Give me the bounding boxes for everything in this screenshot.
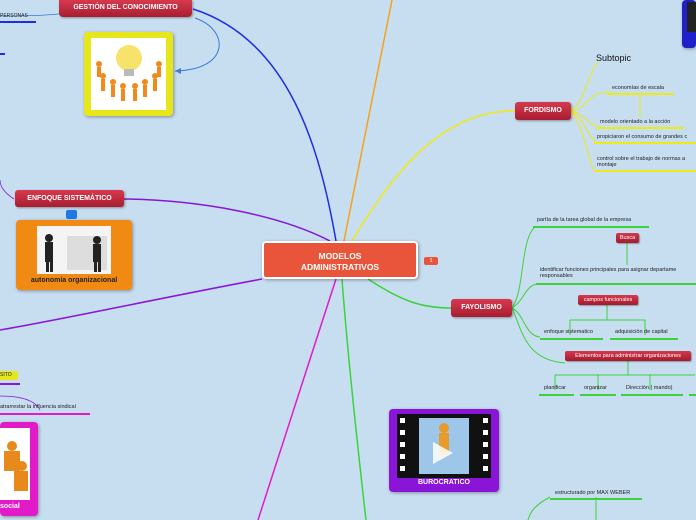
fayolismo-enfoque-underline — [540, 338, 603, 340]
fayolismo-parte-underline — [533, 226, 649, 228]
comment-count: 1 — [429, 258, 433, 264]
blue-mark — [0, 53, 5, 55]
burocratico-label: BUROCRATICO — [418, 479, 470, 486]
fordismo-item-1-underline — [607, 93, 674, 95]
fayolismo-extra-underline — [689, 394, 696, 396]
fayolismo-enfoque: enfoque sistematico — [544, 329, 593, 335]
fordismo-item-2: modelo orientado a la acción — [600, 119, 671, 125]
node-gestion[interactable]: GESTIÓN DEL CONOCIMIENTO — [59, 0, 192, 17]
node-fayolismo-label: FAYOLISMO — [461, 304, 502, 311]
sindical-label: atrarrestar la influencia sindical — [0, 404, 76, 410]
fordismo-item-3-underline — [594, 142, 696, 144]
node-campos-label: campos funcionales — [583, 297, 633, 303]
central-title-line1: MODELOS — [318, 251, 362, 261]
note-icon[interactable] — [66, 210, 77, 219]
comment-badge[interactable]: 1 — [424, 257, 438, 265]
social-card[interactable]: social — [0, 422, 38, 516]
fordismo-item-4-underline — [594, 170, 696, 172]
node-fayolismo[interactable]: FAYOLISMO — [451, 299, 512, 317]
burocratico-card[interactable]: BUROCRATICO — [389, 409, 499, 492]
fayolismo-planificar-underline — [539, 394, 574, 396]
fayolismo-identificar-underline — [536, 283, 696, 285]
fordismo-item-4: control sobre el trabajo de normas a — [597, 156, 686, 162]
fayolismo-direccion: Dirección ( mando) — [626, 385, 673, 391]
central-node[interactable]: MODELOS ADMINISTRATIVOS — [262, 241, 418, 279]
fordismo-item-4b: montaje — [597, 162, 617, 168]
fayolismo-identificar-2: responsables — [540, 273, 573, 279]
burocratico-weber: estructurado por MAX WEBER — [555, 490, 631, 496]
sindical-underline — [0, 413, 90, 415]
gestion-image — [84, 32, 173, 116]
enfoque-caption: autonomía organizacional — [30, 277, 118, 284]
fayolismo-organizar: organizar — [584, 385, 607, 391]
fayolismo-direccion-underline — [621, 394, 683, 396]
people-group-icon — [4, 441, 28, 491]
fayolismo-identificar-1: identificar funciones principales para a… — [540, 267, 677, 273]
node-campos[interactable]: campos funcionales — [578, 295, 638, 305]
personas-label: PERSONAS — [0, 13, 28, 19]
business-people-icon — [45, 234, 107, 272]
fordismo-item-2-underline — [596, 127, 684, 129]
node-busca[interactable]: Busca — [616, 233, 639, 243]
enfoque-image: autonomía organizacional — [16, 220, 132, 290]
node-elementos-label: Elementos para administrar organizacione… — [575, 353, 681, 359]
fordismo-item-1: economías de escala — [612, 85, 664, 91]
node-fordismo-label: FORDISMO — [524, 107, 562, 114]
lightbulb-team-icon — [96, 45, 162, 101]
fordismo-subtopic: Subtopic — [596, 53, 632, 63]
sito-tag[interactable]: SITO — [0, 371, 18, 380]
burocratico-weber-underline — [550, 498, 642, 500]
fayolismo-planificar: planificar — [544, 385, 567, 391]
fayolismo-adquisicion: adquisición de capital — [615, 329, 668, 335]
top-right-image — [682, 0, 696, 48]
social-label: social — [0, 503, 20, 510]
central-title-line2: ADMINISTRATIVOS — [300, 262, 380, 272]
node-fordismo[interactable]: FORDISMO — [515, 102, 571, 120]
sito-underline — [0, 383, 20, 385]
film-reel-icon — [400, 418, 488, 474]
personas-underline — [0, 21, 36, 23]
node-busca-label: Busca — [619, 235, 636, 241]
node-enfoque-label: ENFOQUE SISTEMÁTICO — [27, 195, 112, 202]
fayolismo-organizar-underline — [580, 394, 616, 396]
node-gestion-label: GESTIÓN DEL CONOCIMIENTO — [73, 4, 178, 11]
node-enfoque[interactable]: ENFOQUE SISTEMÁTICO — [15, 190, 124, 207]
sito-tag-label: SITO — [0, 372, 12, 378]
node-elementos[interactable]: Elementos para administrar organizacione… — [565, 351, 691, 361]
fordismo-item-3: propiciaron el consumo de grandes c — [597, 134, 688, 140]
fayolismo-parte: partía de la tarea global de la empresa — [537, 217, 632, 223]
fayolismo-adquisicion-underline — [610, 338, 678, 340]
